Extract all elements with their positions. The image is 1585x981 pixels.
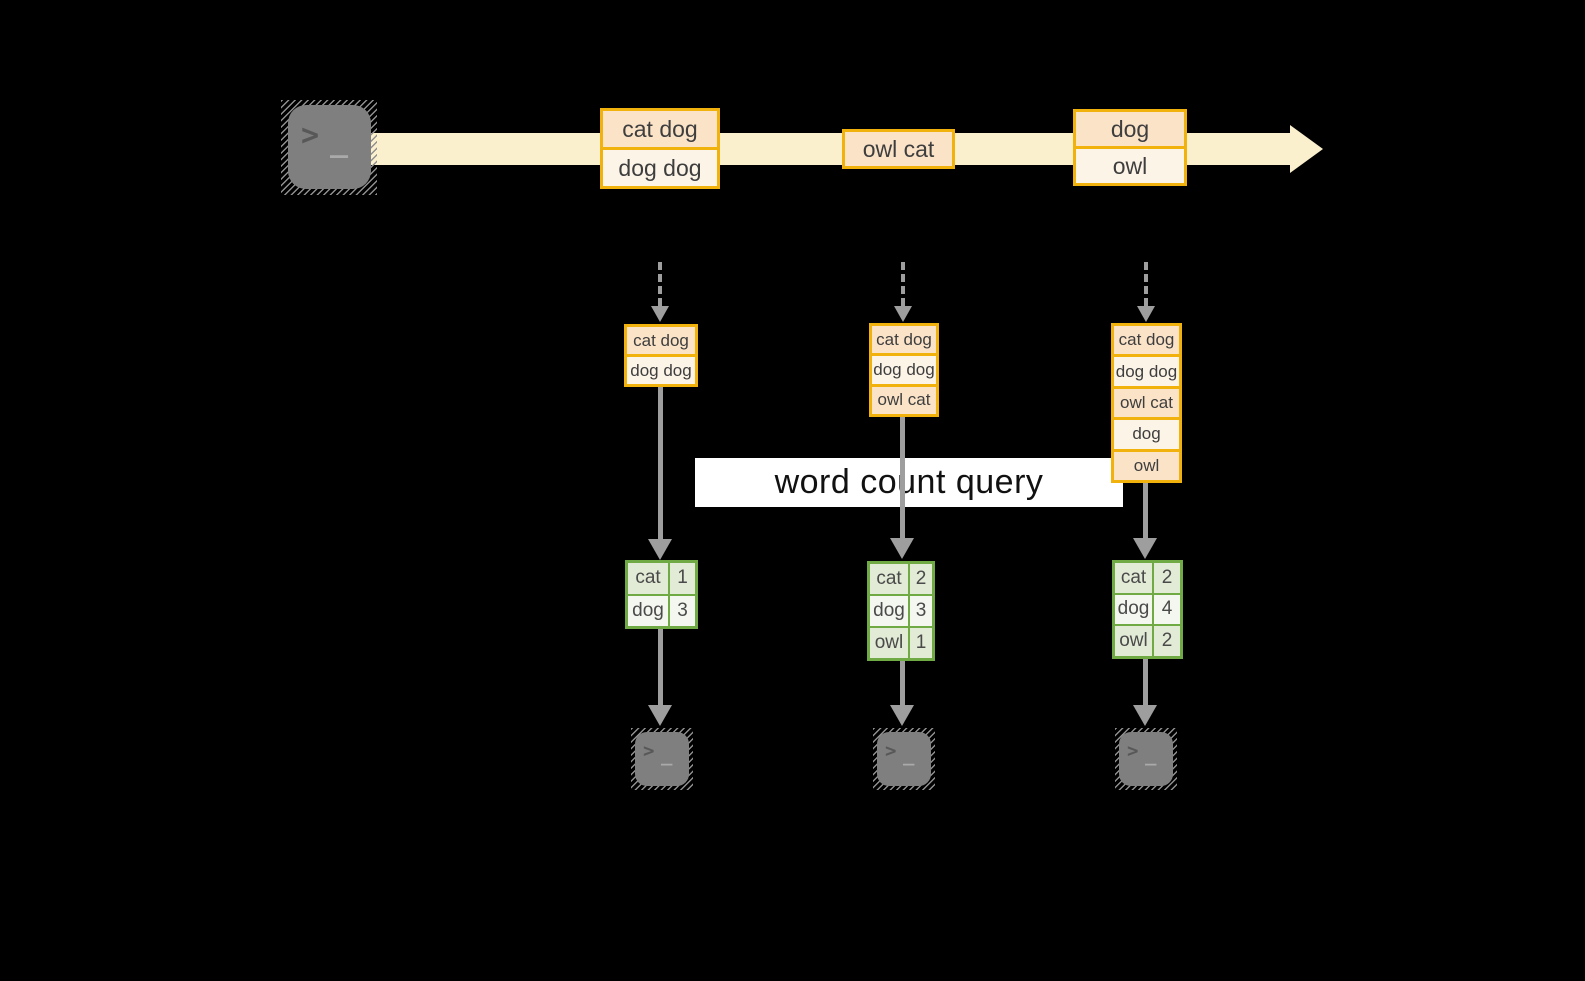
batch-cell: cat dog (1114, 326, 1179, 355)
table-cell-word: owl (870, 628, 908, 658)
table-cell-count: 3 (670, 595, 695, 626)
down-arrow-icon (900, 661, 905, 705)
stream-timeline-arrowhead-icon (1290, 125, 1323, 173)
batch-cell: cat dog (872, 326, 936, 354)
batch-cell: cat dog (627, 327, 695, 354)
result-table-1: cat 1 dog 3 (625, 560, 698, 629)
terminal-prompt-chevron-icon: > (885, 740, 897, 762)
sink-terminal-hatch: > _ (631, 728, 693, 790)
table-cell-word: cat (628, 563, 668, 594)
down-arrow-icon (658, 629, 663, 705)
dashed-arrowhead-icon (894, 306, 912, 322)
dashed-arrow-icon (658, 262, 662, 306)
sink-terminal-hatch: > _ (873, 728, 935, 790)
batch-stack-1: cat dog dog dog (624, 324, 698, 387)
down-arrow-icon (1143, 483, 1148, 538)
terminal-prompt-underscore-icon: _ (903, 744, 915, 766)
event-cell: cat dog (603, 111, 717, 147)
table-cell-word: dog (628, 595, 668, 626)
terminal-prompt-chevron-icon: > (301, 118, 320, 153)
table-cell-count: 2 (910, 564, 932, 594)
table-cell-word: dog (1115, 594, 1152, 625)
batch-cell: dog dog (872, 353, 936, 384)
table-cell-count: 1 (670, 563, 695, 594)
result-table-2: cat 2 dog 3 owl 1 (867, 561, 935, 661)
source-terminal-hatch: > _ (281, 100, 377, 195)
terminal-prompt-underscore-icon: _ (330, 124, 349, 159)
batch-cell: owl cat (1114, 385, 1179, 418)
down-arrow-icon (900, 417, 905, 538)
down-arrowhead-icon (648, 539, 672, 560)
table-cell-count: 1 (910, 628, 932, 658)
dashed-arrowhead-icon (1137, 306, 1155, 322)
down-arrowhead-icon (648, 705, 672, 726)
table-cell-word: cat (1115, 563, 1152, 593)
terminal-prompt-chevron-icon: > (643, 740, 655, 762)
down-arrow-icon (658, 387, 663, 540)
batch-cell: dog (1114, 417, 1179, 449)
batch-cell: owl (1114, 448, 1179, 481)
sink-terminal-hatch: > _ (1115, 728, 1177, 790)
event-box-3: dog owl (1073, 109, 1187, 186)
terminal-prompt-underscore-icon: _ (661, 744, 673, 766)
dashed-arrow-icon (1144, 262, 1148, 306)
table-cell-word: dog (870, 596, 908, 626)
table-cell-word: cat (870, 564, 908, 594)
source-terminal-icon: > _ (288, 105, 371, 189)
event-box-2: owl cat (842, 129, 955, 169)
table-cell-count: 3 (910, 596, 932, 626)
sink-terminal-icon: > _ (877, 732, 931, 786)
down-arrowhead-icon (890, 705, 914, 726)
event-cell: owl (1076, 146, 1184, 183)
query-label: word count query (774, 463, 1044, 501)
event-box-1: cat dog dog dog (600, 108, 720, 189)
table-cell-count: 2 (1154, 563, 1180, 593)
dashed-arrowhead-icon (651, 306, 669, 322)
batch-stack-3: cat dog dog dog owl cat dog owl (1111, 323, 1182, 483)
sink-terminal-icon: > _ (1119, 732, 1173, 786)
table-cell-count: 2 (1154, 626, 1180, 656)
sink-terminal-icon: > _ (635, 732, 689, 786)
down-arrowhead-icon (890, 538, 914, 559)
batch-stack-2: cat dog dog dog owl cat (869, 323, 939, 417)
table-cell-count: 4 (1154, 594, 1180, 625)
terminal-prompt-chevron-icon: > (1127, 740, 1139, 762)
event-cell: owl cat (845, 132, 952, 166)
down-arrow-icon (1143, 659, 1148, 705)
event-cell: dog dog (603, 147, 717, 186)
dashed-arrow-icon (901, 262, 905, 306)
result-table-3: cat 2 dog 4 owl 2 (1112, 560, 1183, 659)
table-cell-word: owl (1115, 626, 1152, 656)
query-label-band: word count query (695, 458, 1123, 507)
batch-cell: dog dog (627, 354, 695, 384)
terminal-prompt-underscore-icon: _ (1145, 744, 1157, 766)
down-arrowhead-icon (1133, 705, 1157, 726)
batch-cell: owl cat (872, 383, 936, 414)
batch-cell: dog dog (1114, 354, 1179, 386)
event-cell: dog (1076, 112, 1184, 146)
down-arrowhead-icon (1133, 538, 1157, 559)
